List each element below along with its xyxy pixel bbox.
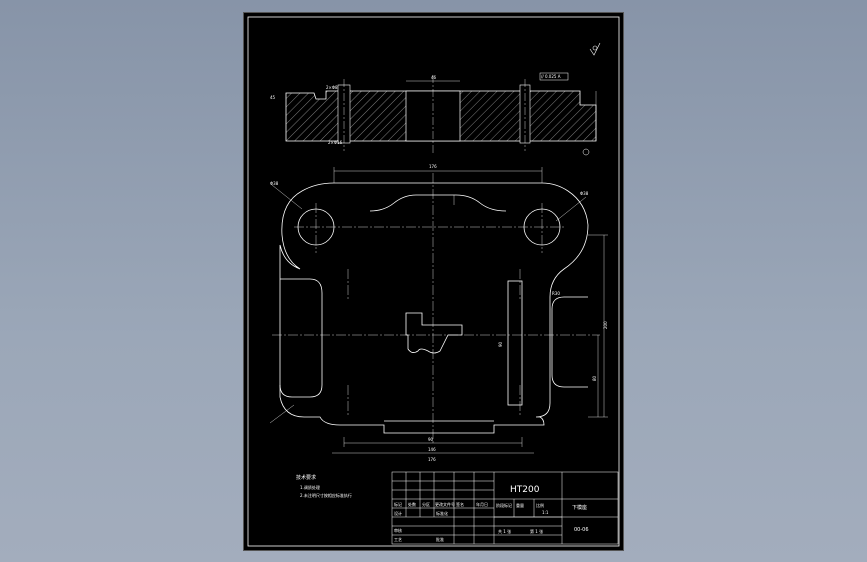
left-hole-dia: Φ38	[270, 181, 279, 186]
label-date: 年月日	[476, 501, 488, 507]
notes-item-2: 2.未注明尺寸按相应标准执行	[300, 492, 352, 498]
section-hole-label: 2×Φ16	[328, 140, 343, 145]
notes-item-1: 1.调质处理	[300, 484, 320, 490]
label-approve: 批准	[436, 536, 444, 542]
plan-centerlines	[272, 173, 600, 443]
height-dim: 45	[270, 95, 276, 100]
label-change-doc: 更改文件号	[435, 501, 455, 507]
label-weight: 重量	[516, 502, 524, 508]
plan-dimension-lines	[269, 167, 608, 454]
drawing-sheet: 46 // 0.025 A 2×Φ8 2×Φ16 45	[243, 12, 624, 551]
callout-hole: 2×Φ8	[326, 85, 338, 90]
bottom-inner-dim: 146	[428, 447, 436, 452]
radius-note: R30	[552, 291, 560, 296]
right-vertical-dim: 200	[603, 321, 608, 329]
label-review: 审核	[394, 527, 402, 533]
bottom-slot-dim: 90	[428, 437, 434, 442]
top-width-dim: 176	[429, 164, 437, 169]
label-zone: 分区	[422, 501, 430, 507]
material-label: HT200	[510, 485, 540, 495]
part-name: 下模座	[572, 504, 587, 511]
label-scale: 比例	[536, 502, 544, 508]
sheet-number: 第 1 张	[530, 528, 543, 534]
label-process: 工艺	[394, 537, 402, 542]
drawing-frame	[247, 16, 620, 547]
drawing-number: 00-06	[574, 527, 589, 533]
scale-value: 1:1	[542, 510, 549, 515]
section-view	[285, 72, 597, 156]
roughness-symbol-icon	[589, 42, 601, 56]
tolerance-frame: // 0.025 A	[541, 74, 561, 79]
cad-drawing: 46 // 0.025 A 2×Φ8 2×Φ16 45	[247, 16, 620, 547]
notes-title: 技术要求	[296, 474, 316, 481]
label-qty: 处数	[408, 501, 416, 507]
label-sign: 签名	[456, 501, 464, 507]
slot-height-dim: 90	[498, 341, 503, 347]
label-design: 设计	[394, 510, 402, 516]
label-mark: 标记	[394, 501, 402, 507]
bottom-overall-dim: 176	[428, 457, 436, 462]
sheet-total: 共 1 张	[498, 528, 511, 534]
label-standard: 标准化	[436, 510, 448, 516]
right-hole-dia: Φ38	[580, 191, 589, 196]
title-block	[391, 471, 619, 545]
bore-width-dim: 46	[431, 75, 437, 80]
label-stage: 阶段标记	[496, 502, 512, 508]
inner-vertical-dim: 80	[592, 375, 597, 381]
